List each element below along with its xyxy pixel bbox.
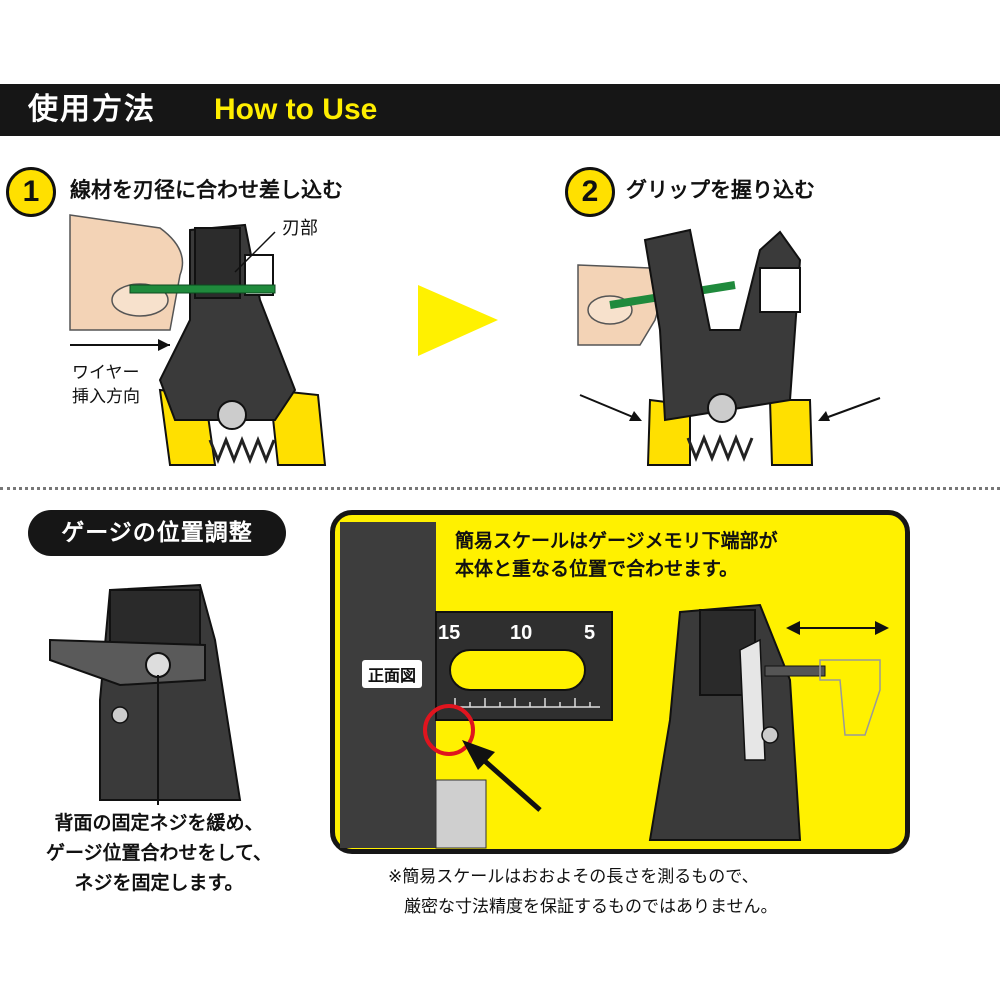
gauge-caption-line2: ゲージ位置合わせをして、 — [45, 842, 273, 864]
blade-label: 刃部 — [282, 218, 318, 239]
section-divider — [0, 487, 1000, 490]
gauge-caption-line1: 背面の固定ネジを緩め、 — [54, 812, 264, 834]
scale-box-title-line2: 本体と重なる位置で合わせます。 — [455, 558, 739, 580]
scale-number-15: 15 — [438, 622, 461, 644]
disclaimer-line2: 厳密な寸法精度を保証するものではありません。 — [404, 897, 778, 917]
gauge-section-title: ゲージの位置調整 — [28, 510, 286, 556]
scale-box-title: 簡易スケールはゲージメモリ下端部が 本体と重なる位置で合わせます。 — [455, 527, 778, 583]
gauge-caption: 背面の固定ネジを緩め、 ゲージ位置合わせをして、 ネジを固定します。 — [24, 808, 294, 898]
scale-box-title-line1: 簡易スケールはゲージメモリ下端部が — [455, 530, 778, 552]
step2-title: グリップを握り込む — [626, 178, 815, 202]
wire-direction-label-1: ワイヤー — [72, 363, 140, 383]
step2-number-badge: 2 — [565, 167, 615, 217]
header-bar — [0, 84, 1000, 136]
gauge-caption-line3: ネジを固定します。 — [74, 872, 244, 894]
step1-title: 線材を刃径に合わせ差し込む — [70, 178, 343, 202]
scale-number-10: 10 — [510, 622, 533, 644]
scale-number-5: 5 — [584, 622, 596, 644]
header-title-en: How to Use — [214, 93, 378, 126]
front-view-label: 正面図 — [362, 660, 423, 688]
wire-direction-label-2: 挿入方向 — [72, 387, 140, 407]
disclaimer-note: ※簡易スケールはおおよその長さを測るもので、 厳密な寸法精度を保証するものではあ… — [388, 862, 778, 922]
header-title-jp: 使用方法 — [28, 92, 156, 127]
disclaimer-line1: ※簡易スケールはおおよその長さを測るもので、 — [388, 867, 759, 887]
red-circle-marker — [423, 704, 475, 756]
step1-number-badge: 1 — [6, 167, 56, 217]
